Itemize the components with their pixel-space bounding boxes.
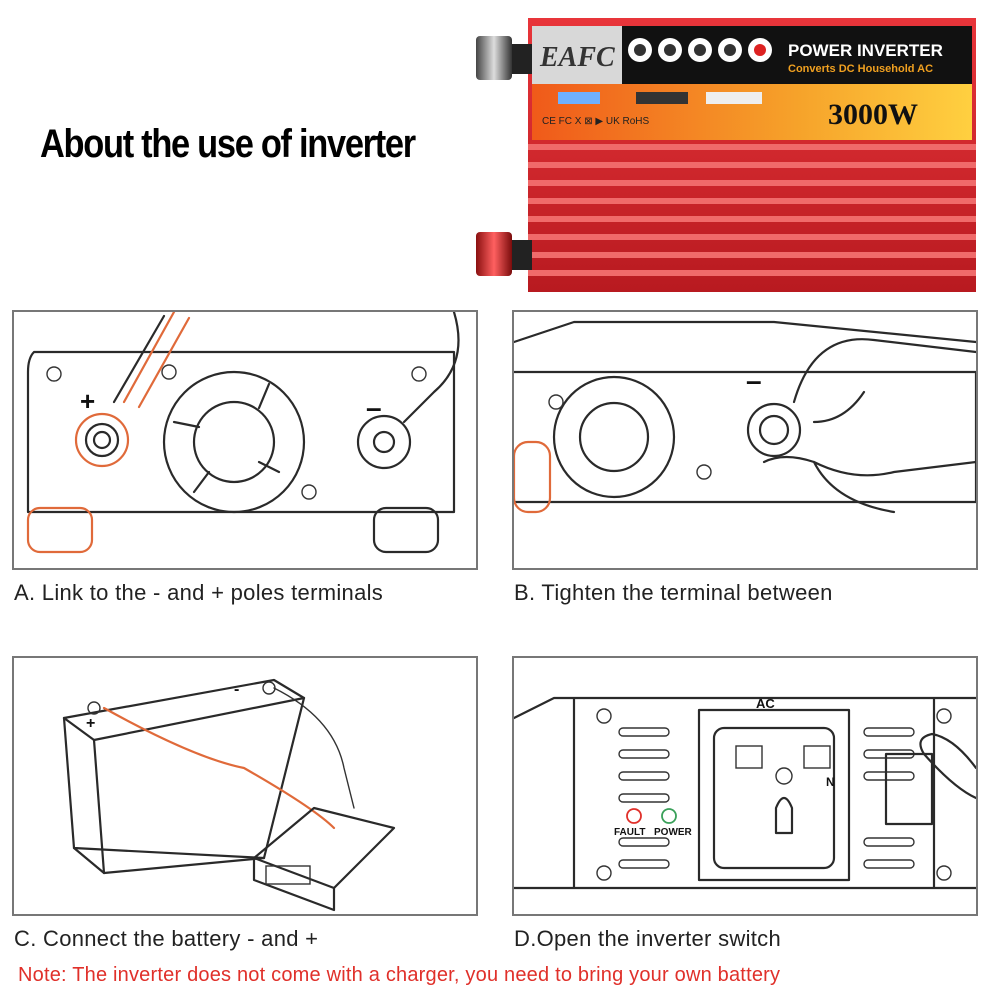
step-c-caption: C. Connect the battery - and +	[14, 926, 319, 951]
ac-socket-illustration	[735, 745, 831, 835]
step-a-caption: A. Link to the - and + poles terminals	[14, 580, 384, 605]
certification-marks: CE FC X ⊠ ▶ UK RoHS	[542, 116, 650, 127]
product-subtitle: Converts DC Household AC	[788, 63, 933, 75]
brand-label: EAFC	[539, 42, 615, 73]
product-title: POWER INVERTER	[788, 41, 943, 60]
charger-note: Note: The inverter does not come with a …	[18, 964, 781, 986]
battery-plus-label: +	[86, 715, 95, 732]
step-d-caption: D.Open the inverter switch	[514, 926, 782, 951]
negative-terminal-knob	[476, 36, 532, 80]
minus-label: –	[366, 392, 382, 423]
hand-illustration	[762, 338, 976, 514]
finger-illustration	[919, 732, 976, 800]
step-c-illustration: + -	[12, 656, 478, 916]
headline: About the use of inverter	[40, 122, 416, 166]
heatsink-fins	[528, 144, 976, 276]
neutral-label: N	[826, 775, 835, 789]
plus-label: +	[80, 386, 95, 416]
step-b-illustration: –	[512, 310, 978, 570]
power-switch[interactable]	[884, 752, 934, 826]
small-inverter-illustration	[252, 806, 396, 912]
step-d-illustration: AC N FAULT POWER	[512, 656, 978, 916]
battery-minus-label: -	[234, 681, 239, 698]
inverter-product-image: EAFC POWER INVERTER Converts DC Househol…	[476, 18, 976, 292]
power-label: POWER	[654, 827, 693, 838]
vent-slots	[618, 727, 915, 869]
wattage-label: 3000W	[828, 98, 918, 131]
positive-terminal-knob	[476, 232, 532, 276]
step-a-illustration: + –	[12, 310, 478, 570]
step-b-caption: B. Tighten the terminal between	[514, 580, 833, 605]
battery-illustration	[62, 678, 306, 875]
minus-label-b: –	[746, 365, 762, 396]
feature-icons	[628, 38, 772, 62]
ac-label: AC	[756, 696, 775, 711]
fault-label: FAULT	[614, 827, 645, 838]
